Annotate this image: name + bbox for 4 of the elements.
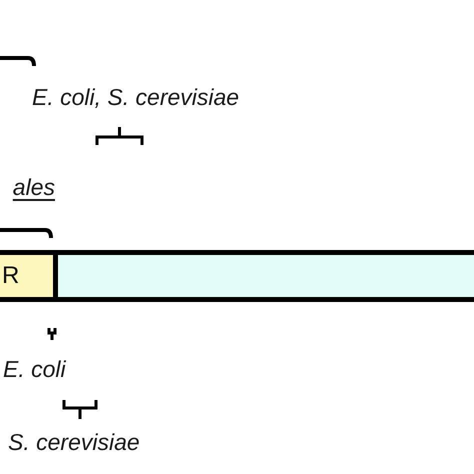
species-label: E. coli	[3, 356, 66, 383]
species-label: ales	[12, 174, 55, 201]
species-label: E. coli, S. cerevisiae	[32, 84, 240, 111]
species-label: S. cerevisiae	[8, 429, 140, 456]
